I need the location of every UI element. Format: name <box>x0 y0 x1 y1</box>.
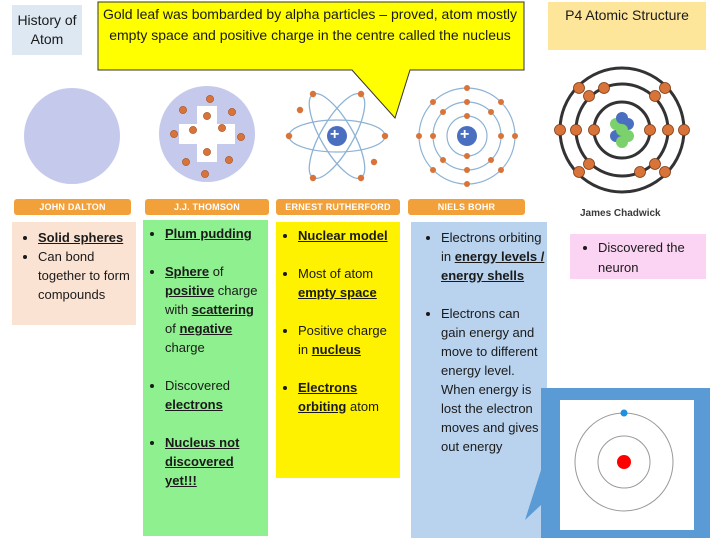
chadwick-bullet-1: Discovered the neuron <box>598 240 685 275</box>
label-dalton: JOHN DALTON <box>14 199 131 215</box>
thomson-atom <box>159 86 255 182</box>
rutherford-bullet-2: Most of atom empty space <box>298 264 398 302</box>
thomson-bullet-4: Nucleus not discovered yet!!! <box>165 435 240 488</box>
label-bohr: NIELS BOHR <box>408 199 525 215</box>
topic-title: P4 Atomic Structure <box>548 2 706 50</box>
label-chadwick: James Chadwick <box>580 208 661 219</box>
bohr-bullet-1: Electrons orbiting in energy levels / en… <box>441 228 545 285</box>
rutherford-nucleus-plus: + <box>330 126 340 143</box>
rutherford-notes: Nuclear model Most of atom empty space P… <box>276 222 400 478</box>
rutherford-bullet-4: Electrons orbiting atom <box>298 378 398 416</box>
thomson-bullet-1: Plum pudding <box>165 226 252 241</box>
thomson-bullet-3: Discovered electrons <box>165 376 266 414</box>
bohr-nucleus-plus: + <box>460 126 470 143</box>
dalton-notes: Solid spheres Can bond together to form … <box>12 222 136 325</box>
thomson-bullet-2: Sphere of positive charge with scatterin… <box>165 262 266 357</box>
dalton-bullet-1: Solid spheres <box>38 230 124 245</box>
bohr-bullet-2: Electrons can gain energy and move to di… <box>441 306 539 454</box>
dalton-sphere <box>24 88 120 184</box>
thomson-notes: Plum pudding Sphere of positive charge w… <box>143 220 268 536</box>
callout-text: Gold leaf was bombarded by alpha particl… <box>103 6 517 43</box>
rutherford-bullet-3: Positive charge in nucleus <box>298 321 398 359</box>
label-rutherford: ERNEST RUTHERFORD <box>276 199 400 215</box>
history-title: History of Atom <box>12 5 82 55</box>
bohr-notes: Electrons orbiting in energy levels / en… <box>411 222 547 538</box>
chadwick-notes: Discovered the neuron <box>570 234 706 279</box>
dalton-bullet-2: Can bond together to form compounds <box>38 249 130 302</box>
label-thomson: J.J. THOMSON <box>145 199 269 215</box>
rutherford-bullet-1: Nuclear model <box>298 228 388 243</box>
